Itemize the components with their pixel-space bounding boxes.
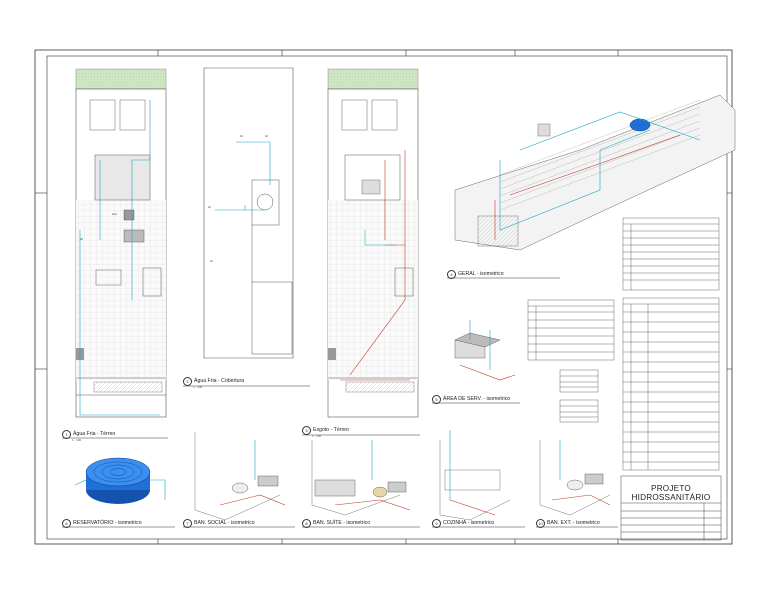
zone-ticks bbox=[35, 50, 732, 544]
svg-text:AF: AF bbox=[265, 135, 269, 138]
svg-text:AF: AF bbox=[210, 260, 214, 263]
isometric-geral bbox=[454, 94, 736, 251]
project-title: PROJETO HIDROSSANITÁRIO bbox=[631, 484, 711, 502]
table-small-left bbox=[527, 299, 615, 361]
isometric-ban-ext bbox=[539, 440, 611, 516]
svg-text:AF: AF bbox=[208, 206, 212, 209]
table-right-long bbox=[622, 297, 720, 471]
svg-text:AF: AF bbox=[80, 238, 84, 241]
isometric-ban-social bbox=[194, 432, 286, 521]
isometric-reservatorio bbox=[74, 457, 166, 504]
plan-agua-fria-cobertura: AF AF AF AF bbox=[203, 67, 294, 359]
table-small-mid bbox=[559, 369, 599, 423]
label-underlines bbox=[62, 277, 618, 528]
isometric-cozinha bbox=[439, 430, 511, 521]
table-top-right bbox=[622, 217, 720, 291]
plan-esgoto-terreo bbox=[327, 68, 419, 418]
title-block bbox=[620, 475, 722, 541]
inner-frame bbox=[46, 55, 728, 540]
svg-text:tubo: tubo bbox=[112, 213, 117, 216]
svg-text:AF: AF bbox=[240, 135, 244, 138]
isometric-ban-suite bbox=[311, 440, 411, 516]
isometric-area-serv bbox=[454, 320, 516, 381]
outer-frame bbox=[34, 49, 733, 545]
